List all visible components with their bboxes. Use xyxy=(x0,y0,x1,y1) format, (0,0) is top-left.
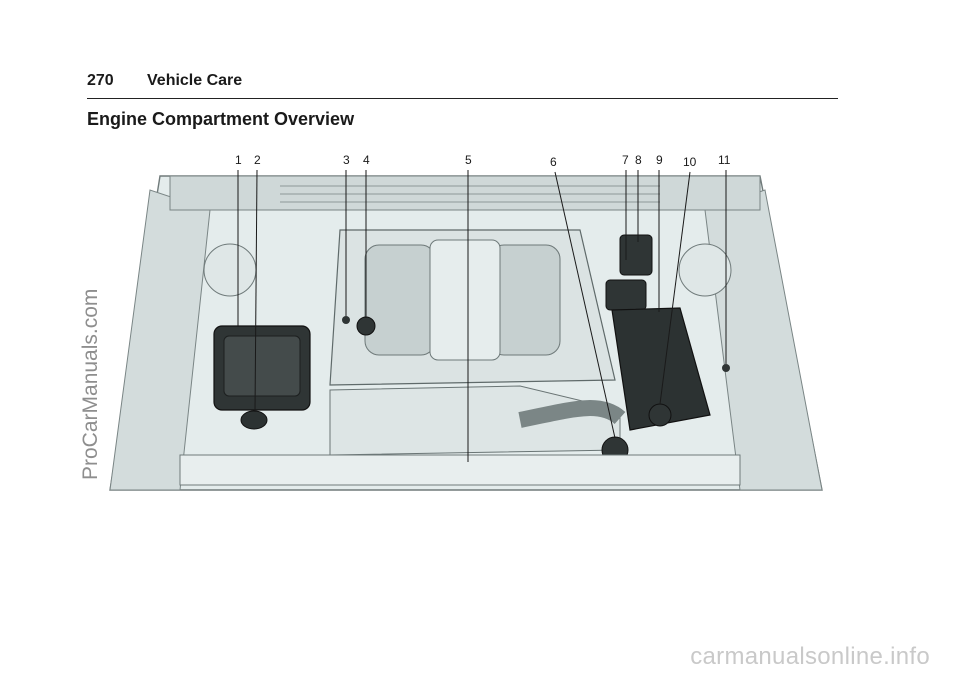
callout-1: 1 xyxy=(235,153,242,167)
callout-2: 2 xyxy=(254,153,261,167)
oil-fill-cap xyxy=(356,316,376,336)
section-title: Engine Compartment Overview xyxy=(87,109,355,129)
intake-plenum xyxy=(429,239,501,361)
page-header: 270 Vehicle Care xyxy=(87,70,838,99)
side-watermark: ProCarManuals.com xyxy=(79,288,102,480)
running-title: Vehicle Care xyxy=(147,72,243,89)
callout-11: 11 xyxy=(718,153,731,167)
callout-6: 6 xyxy=(550,155,557,169)
air-intake-duct xyxy=(329,385,621,456)
callout-8: 8 xyxy=(635,153,642,167)
left-strut-tower xyxy=(203,243,257,297)
callout-4: 4 xyxy=(363,153,370,167)
callout-5: 5 xyxy=(465,153,472,167)
callout-7: 7 xyxy=(622,153,629,167)
coolant-cap-left xyxy=(240,410,268,430)
right-strut-tower xyxy=(678,243,732,297)
oil-dipstick xyxy=(342,316,350,324)
callout-10: 10 xyxy=(683,155,697,169)
page-number: 270 xyxy=(87,72,114,89)
intake-hose xyxy=(518,400,626,428)
engine-air-cleaner xyxy=(611,307,711,431)
bottom-watermark: carmanualsonline.info xyxy=(690,643,930,670)
engine-compartment-illustration: 1 2 3 4 5 6 7 8 9 10 11 xyxy=(100,150,830,492)
callout-3: 3 xyxy=(343,153,350,167)
radiator-support xyxy=(179,454,741,486)
cowl-panel xyxy=(169,175,761,211)
brake-fluid-reservoir xyxy=(619,234,653,276)
callout-9: 9 xyxy=(656,153,663,167)
remote-positive-terminal xyxy=(722,364,730,372)
coolant-reservoir-cap xyxy=(648,403,672,427)
